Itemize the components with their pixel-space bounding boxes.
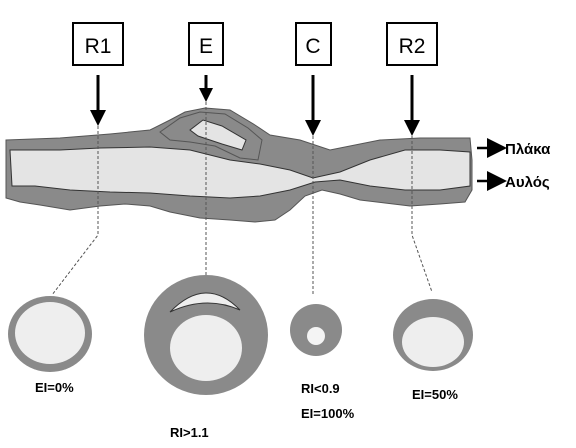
lumen	[9, 146, 471, 199]
down-arrows	[90, 75, 420, 136]
legend: Πλάκα Αυλός	[477, 138, 551, 191]
box-r2-label: R2	[399, 35, 426, 58]
cross-section-r1	[8, 296, 92, 372]
bulge-lumen	[189, 119, 247, 151]
cross-section-r2	[393, 299, 473, 371]
guide-lines	[51, 102, 433, 296]
box-r2: R2	[386, 22, 438, 66]
box-e-label: E	[199, 35, 213, 58]
legend-lumen: Αυλός	[505, 174, 550, 191]
cross-section-e	[144, 275, 268, 395]
legend-plaque: Πλάκα	[505, 141, 551, 158]
box-c: C	[295, 22, 332, 66]
stat-c-ei: EI=100%	[301, 406, 355, 421]
stat-r1: EI=0%	[35, 380, 74, 395]
stat-r2: EI=50%	[412, 387, 458, 402]
cross-section-c	[290, 304, 342, 356]
box-e: E	[188, 22, 224, 66]
box-r1-label: R1	[85, 35, 112, 58]
artery-longitudinal	[5, 107, 473, 223]
box-c-label: C	[305, 35, 320, 58]
box-r1: R1	[72, 22, 124, 66]
stat-c-ri: RI<0.9	[301, 381, 340, 396]
stat-e: RI>1.1	[170, 425, 209, 440]
